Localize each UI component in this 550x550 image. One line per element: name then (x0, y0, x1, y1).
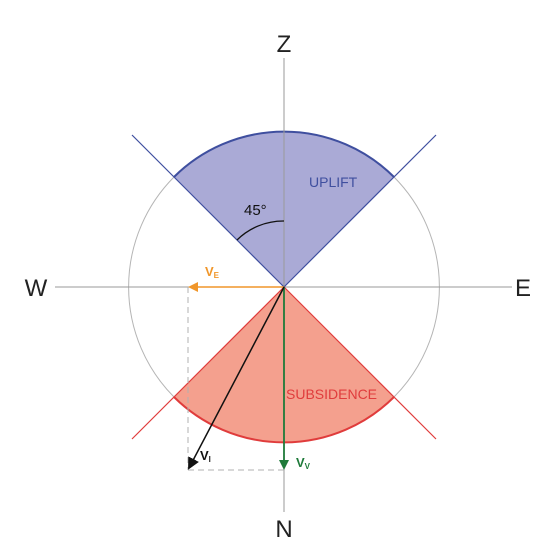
diagonal-lower-left (131, 286, 285, 440)
east-velocity-label: VE (205, 264, 220, 280)
angle-label: 45° (244, 202, 267, 219)
diagonal-upper-right (283, 134, 437, 288)
los-velocity-label: Vl (200, 448, 211, 464)
diagonal-upper-left (131, 134, 285, 288)
diagonal-lower-right (283, 286, 437, 440)
axis-label-bottom: N (275, 516, 292, 543)
los-velocity-vector (188, 286, 285, 470)
vertical-velocity-label: VV (296, 455, 311, 471)
angle-arc (236, 220, 285, 241)
subsidence-label: SUBSIDENCE (286, 386, 377, 402)
axis-label-top: Z (277, 31, 292, 58)
uplift-label: UPLIFT (309, 174, 358, 190)
axis-label-left: W (25, 275, 48, 302)
axis-label-right: E (515, 275, 531, 302)
